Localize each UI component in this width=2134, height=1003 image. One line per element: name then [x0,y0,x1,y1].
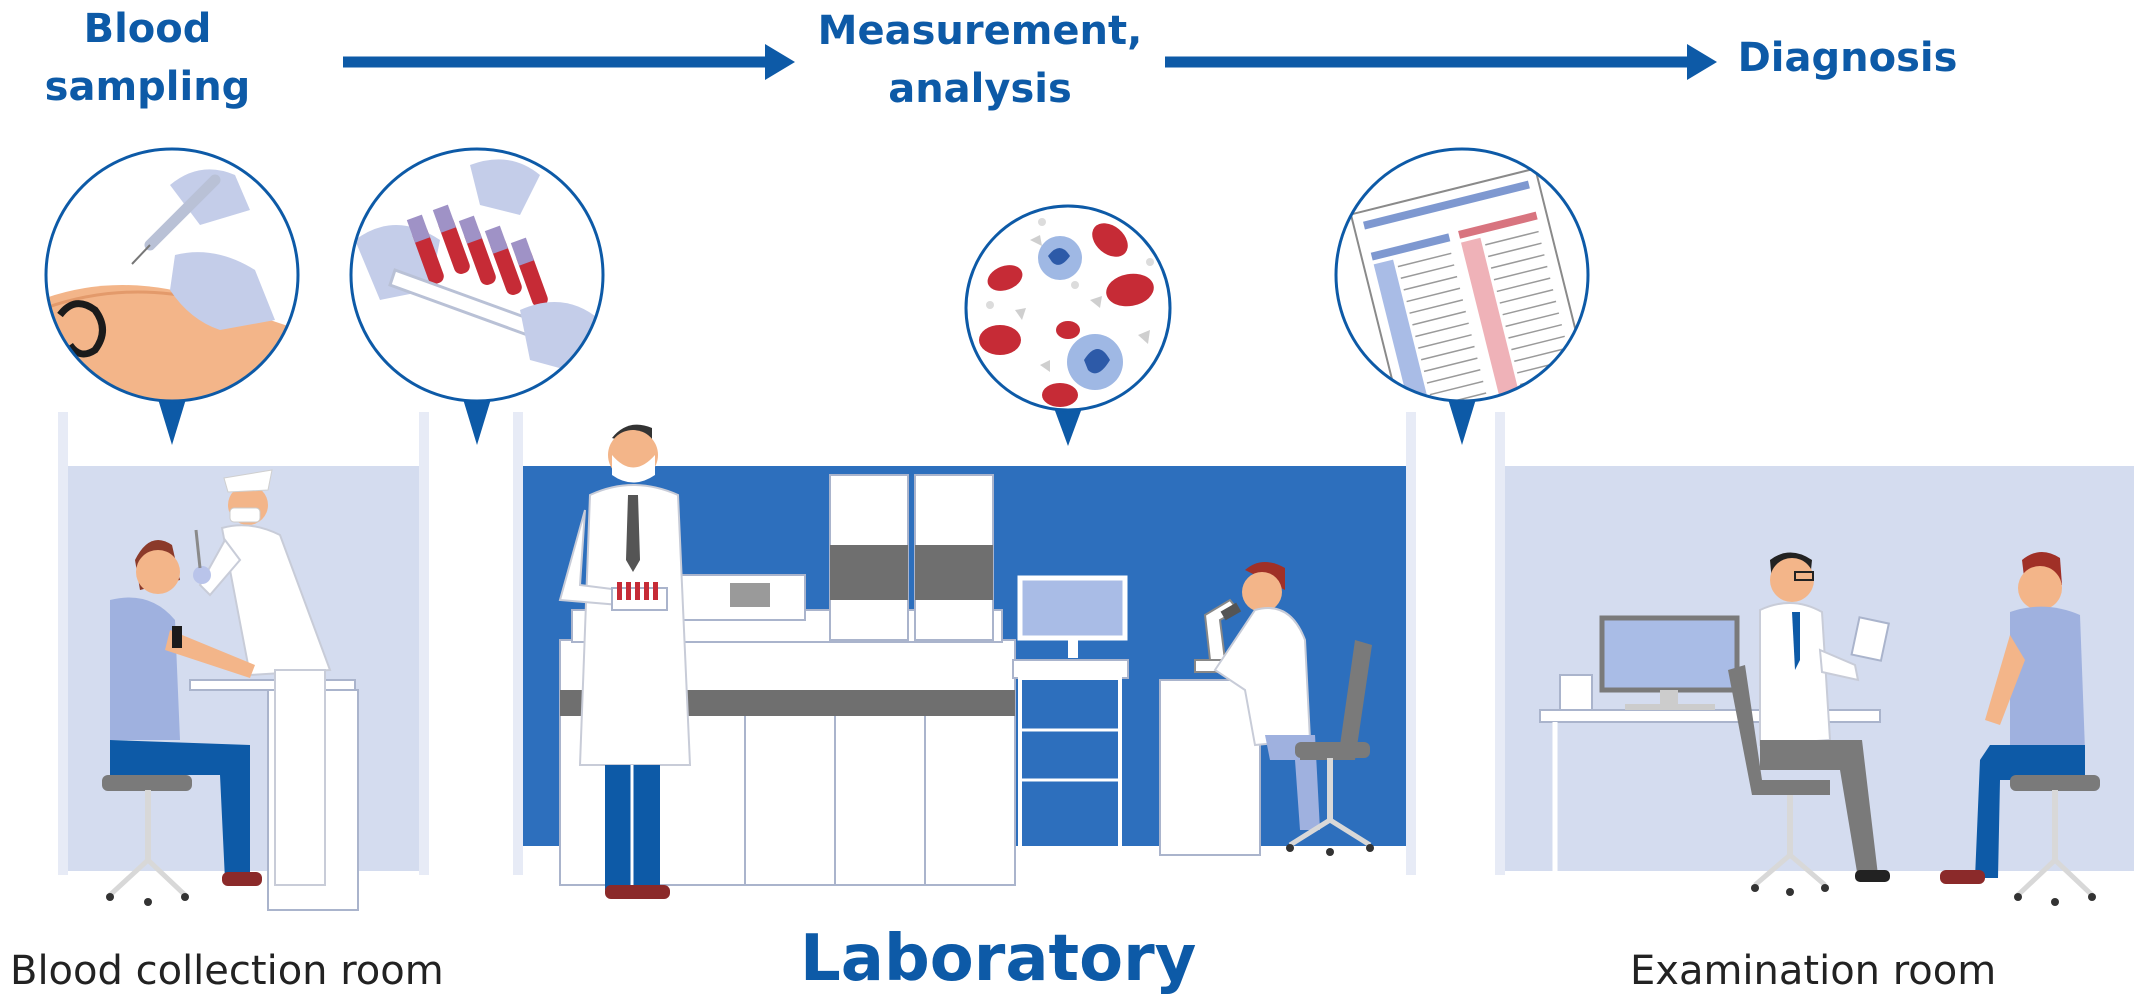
step-blood-sampling-line2: sampling [44,64,251,110]
step-blood-sampling-line1: Blood [83,6,212,52]
examination-scene [1539,551,2100,906]
arrow-analysis-to-diagnosis [1165,44,1717,80]
step-measurement-line2: analysis [888,66,1072,112]
step-blood-sampling: Blood sampling [30,0,265,116]
test-tube-rack-bubble [349,147,605,445]
examination-room-label: Examination room [1630,948,1997,994]
laboratory-label: Laboratory [800,922,1197,996]
blood-collection-room-label: Blood collection room [10,948,444,994]
blood-collection-scene [102,469,359,911]
step-diagnosis: Diagnosis [1725,29,1970,87]
arrow-sampling-to-analysis [343,44,795,80]
blood-cells-bubble [964,204,1172,446]
step-measurement-line1: Measurement, [817,8,1143,54]
step-measurement-analysis: Measurement, analysis [815,2,1145,118]
test-report-bubble [1334,147,1590,445]
step-diagnosis-label: Diagnosis [1737,35,1958,81]
laboratory-scene [558,424,1374,899]
injection-arm-bubble [44,147,300,445]
